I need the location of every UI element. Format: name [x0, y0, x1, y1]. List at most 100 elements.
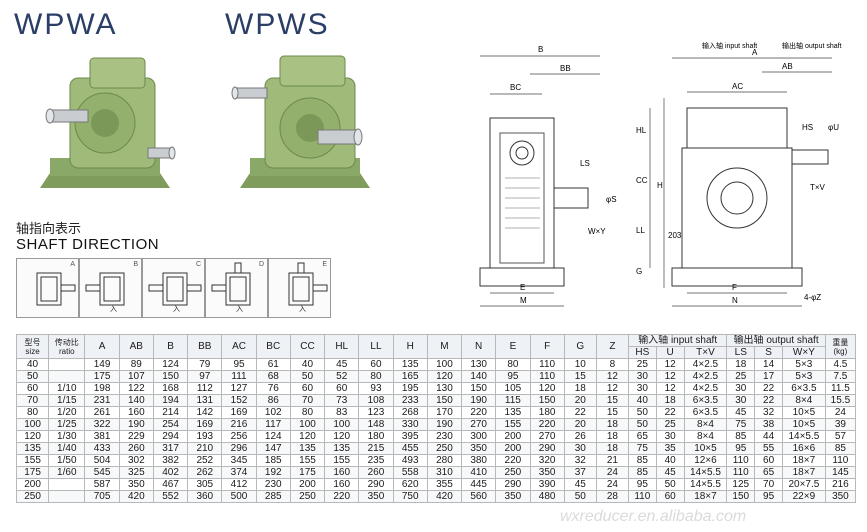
table-cell: 60	[324, 382, 360, 395]
table-cell: 38	[754, 418, 783, 431]
table-cell: 230	[255, 478, 291, 491]
table-cell: 45	[726, 406, 756, 419]
table-cell: 55	[754, 442, 783, 455]
table-cell: 185	[255, 454, 291, 467]
header-input-col: U	[655, 346, 685, 359]
table-cell: 68	[255, 370, 291, 383]
dim-ab: AB	[782, 62, 793, 71]
table-cell: 123	[358, 406, 394, 419]
dim-h: H	[657, 181, 663, 190]
table-cell: 1/15	[48, 394, 86, 407]
table-cell: 135	[392, 358, 428, 371]
table-cell: 560	[461, 490, 497, 503]
table-cell: 50	[289, 370, 326, 383]
table-cell: 102	[255, 406, 291, 419]
header-col: H	[392, 334, 428, 359]
table-cell: 24	[595, 478, 629, 491]
table-cell: 229	[118, 430, 154, 443]
table-cell: 155	[495, 418, 531, 431]
table-cell: 4×2.5	[683, 358, 728, 371]
table-cell: 300	[461, 430, 497, 443]
table-cell: 12	[655, 358, 685, 371]
table-cell: 290	[529, 442, 565, 455]
header-col: A	[84, 334, 120, 359]
table-cell: 80	[15, 406, 50, 419]
table-cell: 25	[627, 358, 657, 371]
table-cell: 95	[495, 370, 531, 383]
side-view-drawing: B BB BC LS φS W×Y E M	[479, 45, 617, 307]
table-cell: 260	[118, 442, 154, 455]
table-cell: 235	[358, 454, 394, 467]
table-cell: 24	[595, 466, 629, 479]
table-cell: 169	[187, 418, 223, 431]
table-cell: 200	[495, 430, 531, 443]
table-cell: 100	[324, 418, 360, 431]
header-col: E	[495, 334, 531, 359]
table-cell: 60	[754, 454, 783, 467]
table-cell	[48, 370, 86, 383]
table-cell: 193	[187, 430, 223, 443]
table-cell: 198	[84, 382, 120, 395]
table-cell: 80	[358, 370, 394, 383]
table-cell: 30	[627, 370, 657, 383]
table-cell: 110	[627, 490, 657, 503]
table-cell: 420	[118, 490, 154, 503]
table-cell: 140	[461, 370, 497, 383]
table-cell: 294	[152, 430, 189, 443]
direction-box-b: B 入	[79, 258, 142, 318]
table-cell: 220	[461, 406, 497, 419]
table-cell: 20	[563, 418, 597, 431]
table-cell: 1/25	[48, 418, 86, 431]
dim-ll: LL	[636, 226, 645, 235]
shaft-schematic-icon	[211, 262, 251, 306]
table-cell: 155	[324, 454, 360, 467]
table-cell: 14	[754, 358, 783, 371]
front-view-drawing: 输入轴 input shaft 输出轴 output shaft A AB AC…	[636, 41, 842, 307]
table-cell: 402	[152, 466, 189, 479]
table-cell: 12	[595, 370, 629, 383]
title-wpws: WPWS	[225, 8, 330, 41]
table-cell: 10×5	[683, 442, 728, 455]
table-cell: 8×4	[683, 418, 728, 431]
table-cell: 17	[754, 370, 783, 383]
header-output-col: S	[754, 346, 783, 359]
table-cell: 220	[324, 490, 360, 503]
table-cell: 100	[289, 418, 326, 431]
table-cell: 480	[529, 490, 565, 503]
table-cell: 50	[627, 418, 657, 431]
table-cell: 107	[118, 370, 154, 383]
table-cell: 420	[426, 490, 463, 503]
table-cell	[48, 358, 86, 371]
table-cell: 192	[255, 466, 291, 479]
table-cell: 350	[824, 490, 857, 503]
table-cell: 155	[289, 454, 326, 467]
direction-arrow-label: 入	[299, 306, 306, 313]
table-cell: 50	[15, 370, 50, 383]
header-col: BB	[187, 334, 223, 359]
table-cell: 97	[187, 370, 223, 383]
table-cell: 40	[289, 358, 326, 371]
dim-ls: LS	[580, 159, 590, 168]
table-cell: 1/40	[48, 442, 86, 455]
table-cell: 100	[15, 418, 50, 431]
direction-box-letter: E	[322, 261, 327, 268]
wpws-gearbox-image	[231, 55, 370, 188]
table-cell: 175	[15, 466, 50, 479]
header-input-col: HS	[627, 346, 657, 359]
dim-bc: BC	[510, 83, 521, 92]
table-cell: 14×5.5	[683, 478, 728, 491]
table-cell: 150	[461, 382, 497, 395]
table-cell: 230	[426, 430, 463, 443]
wpwa-gearbox-image	[40, 57, 176, 188]
table-cell: 95	[726, 442, 756, 455]
table-cell: 95	[221, 358, 257, 371]
watermark: wxreducer.en.alibaba.com	[560, 508, 747, 525]
table-cell: 155	[15, 454, 50, 467]
